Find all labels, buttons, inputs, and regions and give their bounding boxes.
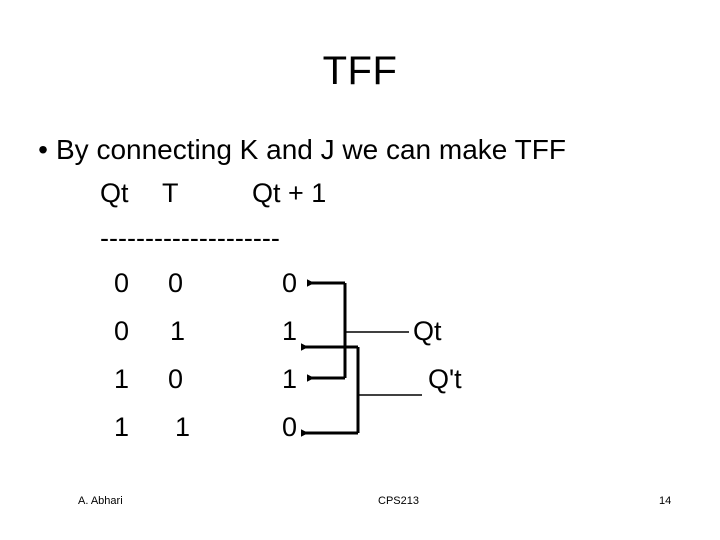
bullet-item: • By connecting K and J we can make TFF	[30, 133, 690, 167]
cell-qt: 1	[114, 364, 130, 394]
cell-qt: 1	[114, 412, 130, 442]
cell-qt-next: 0	[282, 412, 298, 442]
cell-t: 0	[168, 268, 184, 298]
signal-label-qt: Qt	[413, 316, 442, 346]
footer-author: A. Abhari	[78, 495, 123, 507]
cell-t: 0	[168, 364, 184, 394]
footer-page-number: 14	[659, 495, 672, 507]
cell-qt: 0	[114, 316, 130, 346]
table-header-qt-next: Qt + 1	[252, 178, 327, 208]
qt-feedback-net	[307, 279, 409, 382]
cell-t: 1	[175, 412, 191, 442]
cell-qt-next: 1	[282, 364, 298, 394]
cell-t: 1	[170, 316, 186, 346]
qt-not-feedback-net	[301, 343, 422, 437]
signal-label-qt-not: Q't	[428, 364, 462, 394]
cell-qt-next: 0	[282, 268, 298, 298]
bullet-marker-icon: •	[38, 134, 48, 165]
bullet-text: By connecting K and J we can make TFF	[56, 134, 566, 165]
cell-qt: 0	[114, 268, 130, 298]
slide-footer: A. Abhari CPS213 14	[0, 494, 720, 514]
footer-course: CPS213	[378, 495, 419, 507]
table-divider: --------------------	[100, 223, 280, 253]
table-header-qt: Qt	[100, 178, 129, 208]
cell-qt-next: 1	[282, 316, 298, 346]
table-header-t: T	[162, 178, 179, 208]
page-title: TFF	[322, 49, 398, 93]
